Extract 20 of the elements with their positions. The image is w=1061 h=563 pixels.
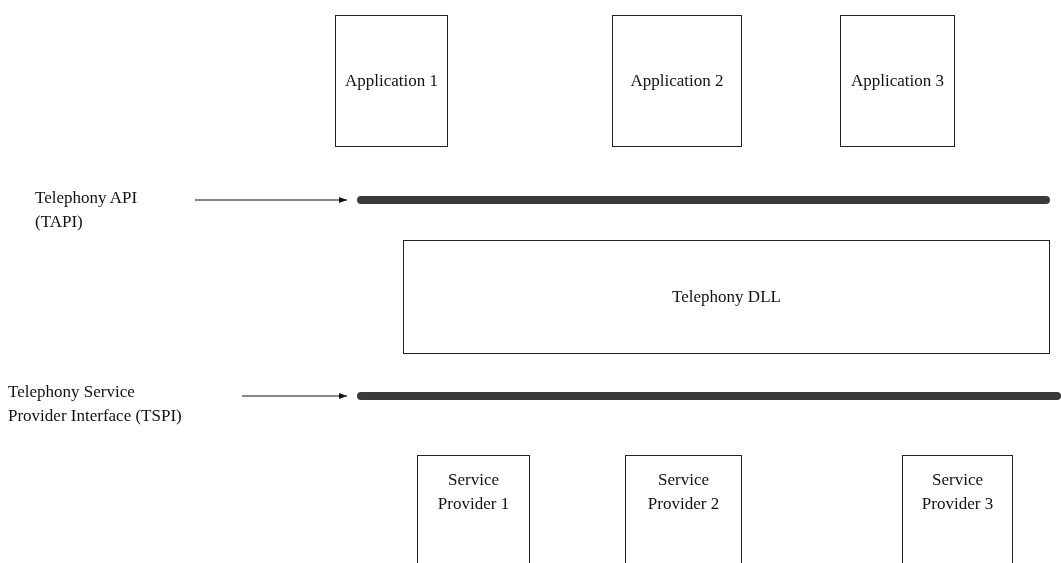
interface-bar	[357, 196, 1050, 204]
component-box	[335, 15, 448, 147]
arrow	[194, 197, 348, 203]
component-label: Application 2	[630, 70, 724, 93]
component-label: Application 1	[345, 70, 438, 93]
component-box	[403, 240, 1050, 354]
component-box	[417, 455, 530, 563]
interface-bar	[357, 392, 1061, 400]
interface-label: Telephony API (TAPI)	[35, 187, 139, 234]
component-box	[902, 455, 1013, 563]
component-label: Service Provider 1	[436, 469, 511, 515]
component-label: Service Provider 3	[920, 469, 995, 515]
component-label: Application 3	[851, 70, 944, 93]
component-label: Telephony DLL	[672, 286, 781, 309]
component-box	[625, 455, 742, 563]
arrow	[241, 393, 348, 399]
component-label: Service Provider 2	[646, 469, 721, 515]
component-box	[840, 15, 955, 147]
interface-label: Telephony Service Provider Interface (TSPI)	[8, 381, 183, 428]
component-box	[612, 15, 742, 147]
